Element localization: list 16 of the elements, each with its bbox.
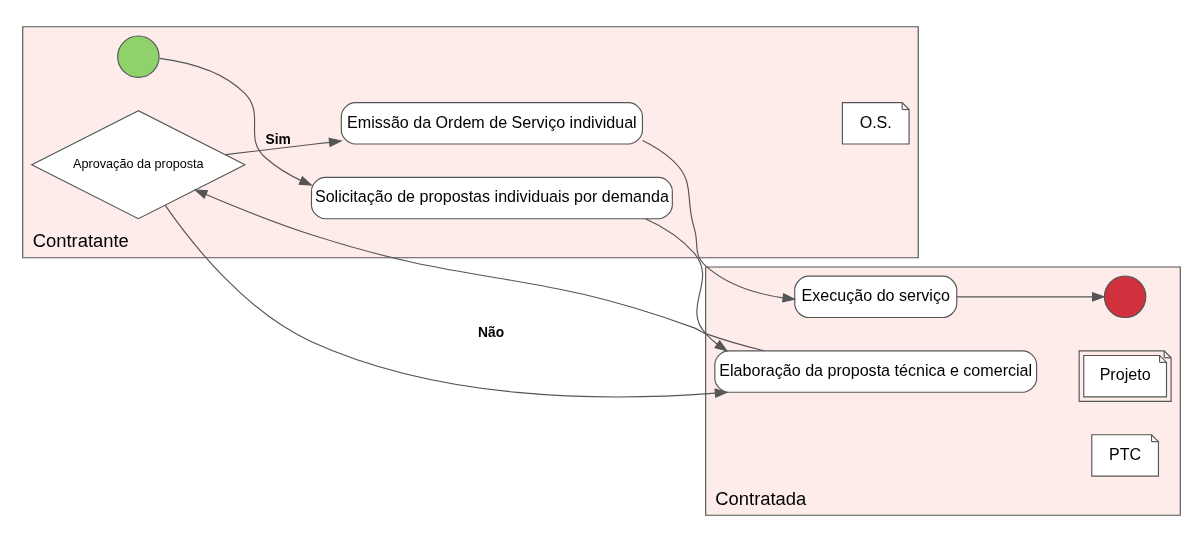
arrow	[224, 137, 343, 155]
node-box: Solicitação de propostas individuais por demanda	[310, 176, 673, 219]
node-diamond: Aprovação da proposta	[30, 109, 247, 219]
arrow	[164, 204, 729, 398]
arrow	[644, 217, 729, 352]
edge-label: Não	[478, 324, 505, 340]
edge-label: Sim	[265, 131, 291, 147]
arrow	[956, 291, 1106, 302]
node-circle	[117, 34, 160, 78]
node-circle	[1103, 275, 1147, 318]
arrow	[158, 57, 313, 186]
node-box: Elaboração da proposta técnica e comercial	[714, 349, 1038, 393]
arrow	[193, 188, 765, 351]
node-box: Execução do serviço	[794, 275, 958, 318]
arrow	[641, 139, 797, 303]
node-box: Emissão da Ordem de Serviço individual	[340, 101, 644, 145]
